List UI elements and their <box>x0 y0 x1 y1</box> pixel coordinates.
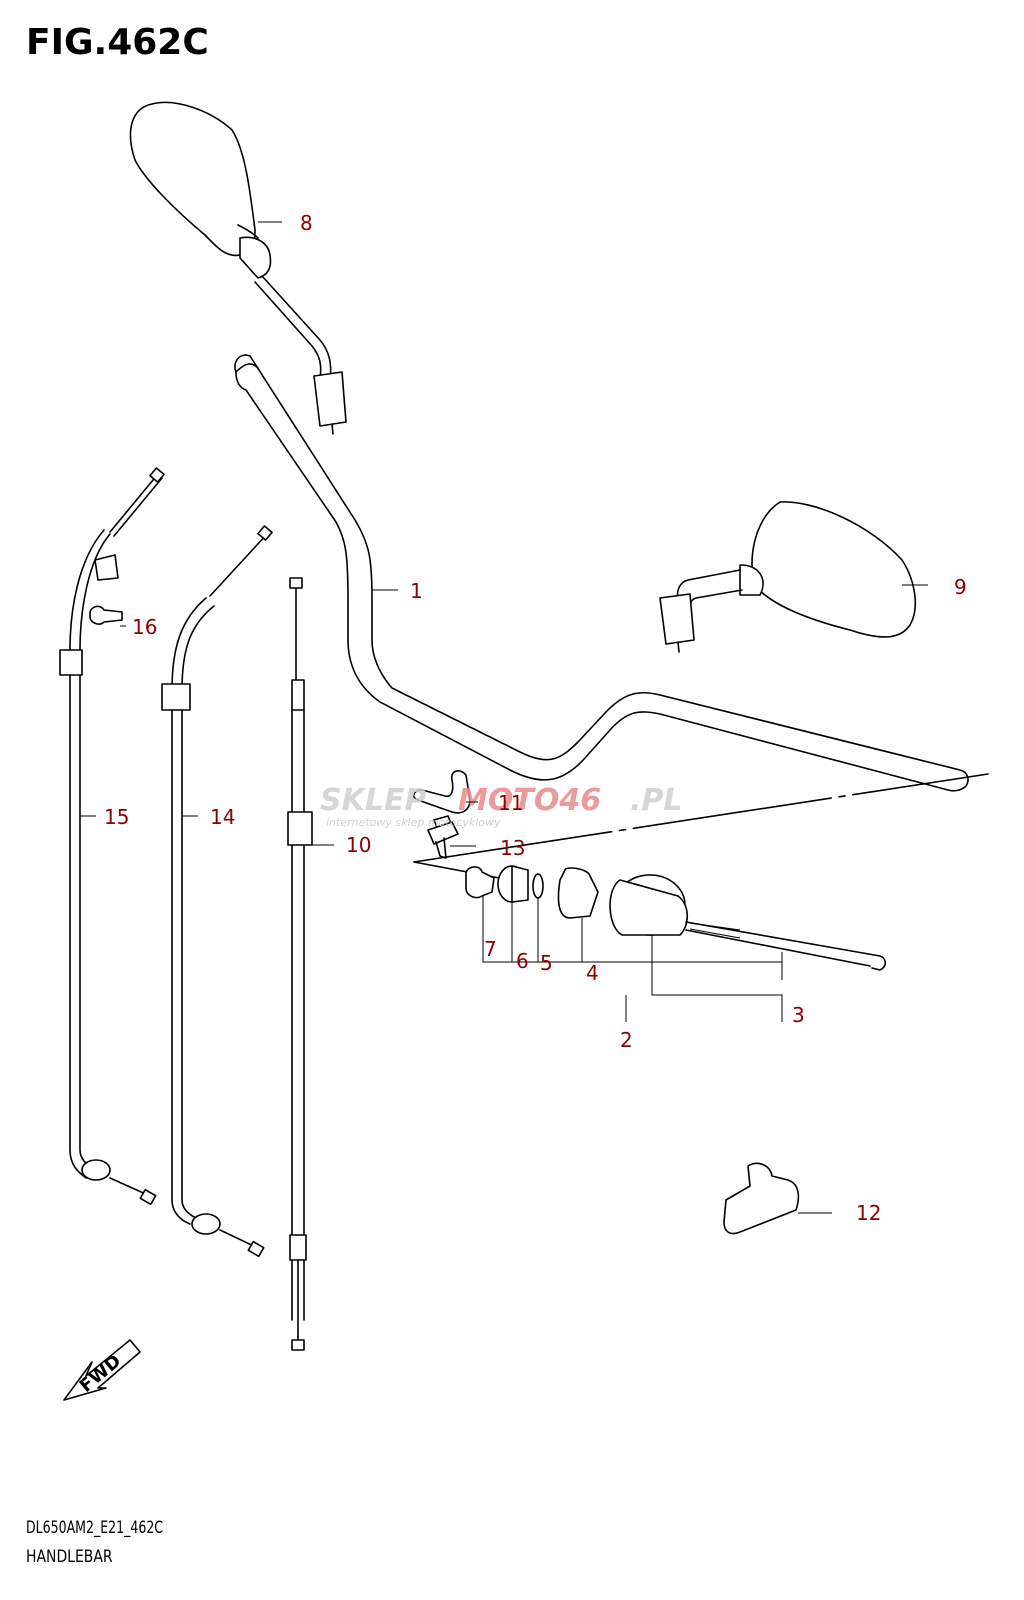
callout-16: 16 <box>132 615 157 639</box>
handlebar[interactable] <box>234 354 969 792</box>
callout-13: 13 <box>500 836 525 860</box>
callout-10: 10 <box>346 833 371 857</box>
throttle-cable-1[interactable] <box>161 525 273 1258</box>
callout-11: 11 <box>498 791 523 815</box>
explode-line-lower <box>413 861 511 881</box>
clutch-cable[interactable] <box>59 467 165 1206</box>
callout-8: 8 <box>300 211 313 235</box>
callouts: 1 2 3 4 5 6 7 8 9 10 11 12 13 14 15 16 <box>104 211 967 1225</box>
callout-14: 14 <box>210 805 235 829</box>
right-mirror[interactable] <box>659 501 917 653</box>
leader-lines <box>80 221 928 1214</box>
footer-code: DL650AM2_E21_462C <box>26 1518 164 1538</box>
watermark-brand-left: SKLEP <box>320 783 426 818</box>
throttle-cable-2[interactable] <box>287 577 313 1351</box>
callout-15: 15 <box>104 805 129 829</box>
callout-3: 3 <box>792 1003 805 1027</box>
clip[interactable] <box>412 770 471 814</box>
watermark-domain: .PL <box>630 783 683 818</box>
bolt[interactable] <box>427 815 459 859</box>
left-mirror[interactable] <box>129 101 347 435</box>
callout-7: 7 <box>484 937 497 961</box>
screw[interactable] <box>89 605 123 625</box>
figure-title: FIG.462C <box>26 22 209 63</box>
callout-9: 9 <box>954 575 967 599</box>
bar-end-weight-assembly[interactable] <box>465 865 887 971</box>
callout-4: 4 <box>586 961 599 985</box>
callout-6: 6 <box>516 949 529 973</box>
part-group-bracket <box>482 896 783 1022</box>
watermark: SKLEP MOTO46 .PL internetowy sklep motoc… <box>320 783 683 829</box>
footer-name: HANDLEBAR <box>26 1547 113 1567</box>
watermark-tagline: internetowy sklep motocyklowy <box>326 816 501 829</box>
callout-5: 5 <box>540 951 553 975</box>
callout-12: 12 <box>856 1201 881 1225</box>
watermark-brand-right: MOTO46 <box>458 783 601 818</box>
explode-line-upper <box>413 773 989 863</box>
fwd-arrow: FWD <box>63 1339 141 1401</box>
callout-2: 2 <box>620 1028 633 1052</box>
bracket[interactable] <box>723 1162 800 1235</box>
callout-1: 1 <box>410 579 423 603</box>
